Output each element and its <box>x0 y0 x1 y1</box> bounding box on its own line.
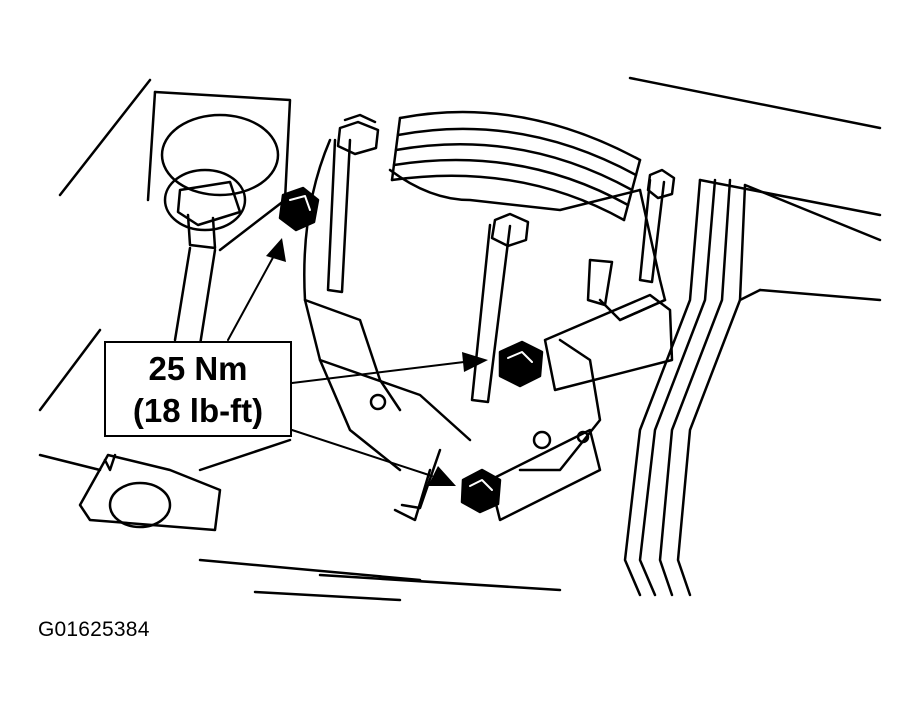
torque-imperial-label: (18 lb-ft) <box>132 392 264 429</box>
compressor-pulley <box>390 110 642 222</box>
figure-id-label: G01625384 <box>38 618 150 641</box>
torque-metric-label: 25 Nm <box>148 350 248 387</box>
leader-lines <box>227 251 465 477</box>
arrowheads <box>266 238 488 486</box>
mounting-brackets <box>78 293 674 532</box>
mounting-bolt-heads <box>278 186 544 514</box>
through-bolts <box>326 113 676 522</box>
frame-rail <box>623 178 882 597</box>
tensioner-assembly <box>146 90 292 347</box>
compressor-body <box>303 138 667 472</box>
torque-spec-callout: 25 Nm (18 lb-ft) <box>104 341 292 437</box>
mounting-bolt-highlights <box>289 195 533 491</box>
engine-background-lines <box>38 76 882 602</box>
